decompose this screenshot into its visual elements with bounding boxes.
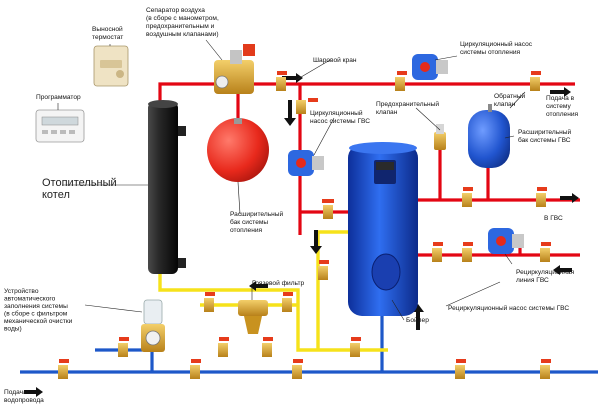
filter-icon: [141, 299, 165, 352]
ball-valve-icon: [395, 71, 407, 91]
heating-pump-label: Циркуляционный насос системы отопления: [460, 40, 534, 56]
programmer-label: Программатор: [36, 94, 81, 101]
pressure-gauge-icon: [145, 330, 161, 346]
boiler-icon: [148, 100, 186, 274]
ball-valve-icon: [540, 359, 551, 379]
flow-arrow-icon: [550, 87, 571, 97]
leader-lines: [57, 39, 526, 321]
ball-valve-icon: [536, 187, 547, 207]
ball-valve-icon: [118, 337, 129, 357]
ball-valve-label: Шаровой кран: [313, 56, 357, 64]
flow-arrow-icon: [553, 265, 572, 275]
water-heater-icon: [348, 142, 418, 316]
ball-valves: [58, 71, 551, 379]
flow-arrows: [24, 73, 579, 397]
pump-icon: [488, 228, 524, 254]
ball-valve-icon: [190, 359, 201, 379]
ball-valve-icon: [322, 199, 334, 219]
auto-fill-label: Устройство автоматического заполнения си…: [4, 287, 74, 333]
ball-valve-icon: [204, 292, 215, 312]
ball-valve-icon: [282, 292, 293, 312]
ball-valve-icon: [540, 242, 551, 262]
expansion-tank-icon: [468, 104, 510, 168]
ball-valve-icon: [58, 359, 69, 379]
flow-arrow-icon: [24, 387, 43, 397]
check-valve-label: Обратный клапан: [494, 92, 527, 108]
to-dhw-label: В ГВС: [544, 215, 563, 222]
heating-supply-label: Подача в систему отопления: [546, 95, 579, 118]
recirc-pump-label: Рециркуляционный насос системы ГВС: [448, 304, 569, 312]
water-supply-label: Подача из водопровода: [4, 389, 44, 404]
flow-arrow-icon: [284, 100, 296, 126]
ball-valve-icon: [530, 71, 541, 91]
relief-valve-icon: [434, 124, 446, 150]
return-pipe-bottom: [158, 260, 388, 352]
ball-valve-icon: [276, 71, 287, 91]
heating-expansion-label: Расширительный бак системы отопления: [230, 210, 285, 234]
ball-valve-icon: [462, 242, 473, 262]
ball-valve-icon: [432, 242, 443, 262]
expansion-tank-icon: [207, 118, 269, 182]
dirt-filter-label: Грязевой фильтр: [252, 279, 304, 287]
ball-valve-icon: [218, 337, 229, 357]
remote-thermostat-label: Выносной термостат: [92, 25, 125, 41]
dhw-pump-label: Циркуляционный насос системы ГВС: [310, 109, 370, 125]
ball-valve-icon: [318, 260, 329, 280]
ball-valve-icon: [296, 98, 318, 114]
ball-valve-icon: [350, 337, 361, 357]
ball-valve-icon: [462, 187, 473, 207]
water-heater-label: Бойлер: [406, 316, 429, 324]
air-separator-icon: [214, 44, 255, 94]
thermostat-icon: [93, 45, 129, 87]
supply-pipe-top: [158, 82, 575, 104]
boiler-label: Отопительный котел: [42, 177, 120, 201]
programmer-icon: [35, 109, 85, 143]
air-separator-label: Сепаратор воздуха (в сборе с манометром,…: [146, 7, 221, 38]
flow-arrow-icon: [282, 73, 303, 83]
ball-valve-icon: [455, 359, 466, 379]
flow-arrow-icon: [310, 230, 322, 254]
relief-valve-label: Предохранительный клапан: [376, 100, 441, 116]
flow-arrow-icon: [560, 193, 579, 203]
ball-valve-icon: [262, 337, 273, 357]
filter-icon: [238, 300, 268, 334]
dhw-expansion-label: Расширительный бак системы ГВС: [518, 128, 573, 144]
flow-arrow-icon: [249, 281, 268, 291]
ball-valve-icon: [292, 359, 303, 379]
pressure-gauge-icon: [215, 75, 229, 89]
recirc-line-label: Рециркуляционная линия ГВС: [516, 269, 576, 284]
pipes: [20, 82, 598, 374]
return-pipe-coil: [316, 230, 348, 350]
pump-icon: [288, 150, 324, 176]
pump-icon: [412, 54, 448, 80]
labels: Выносной термостат Программатор Сепарато…: [4, 7, 579, 404]
